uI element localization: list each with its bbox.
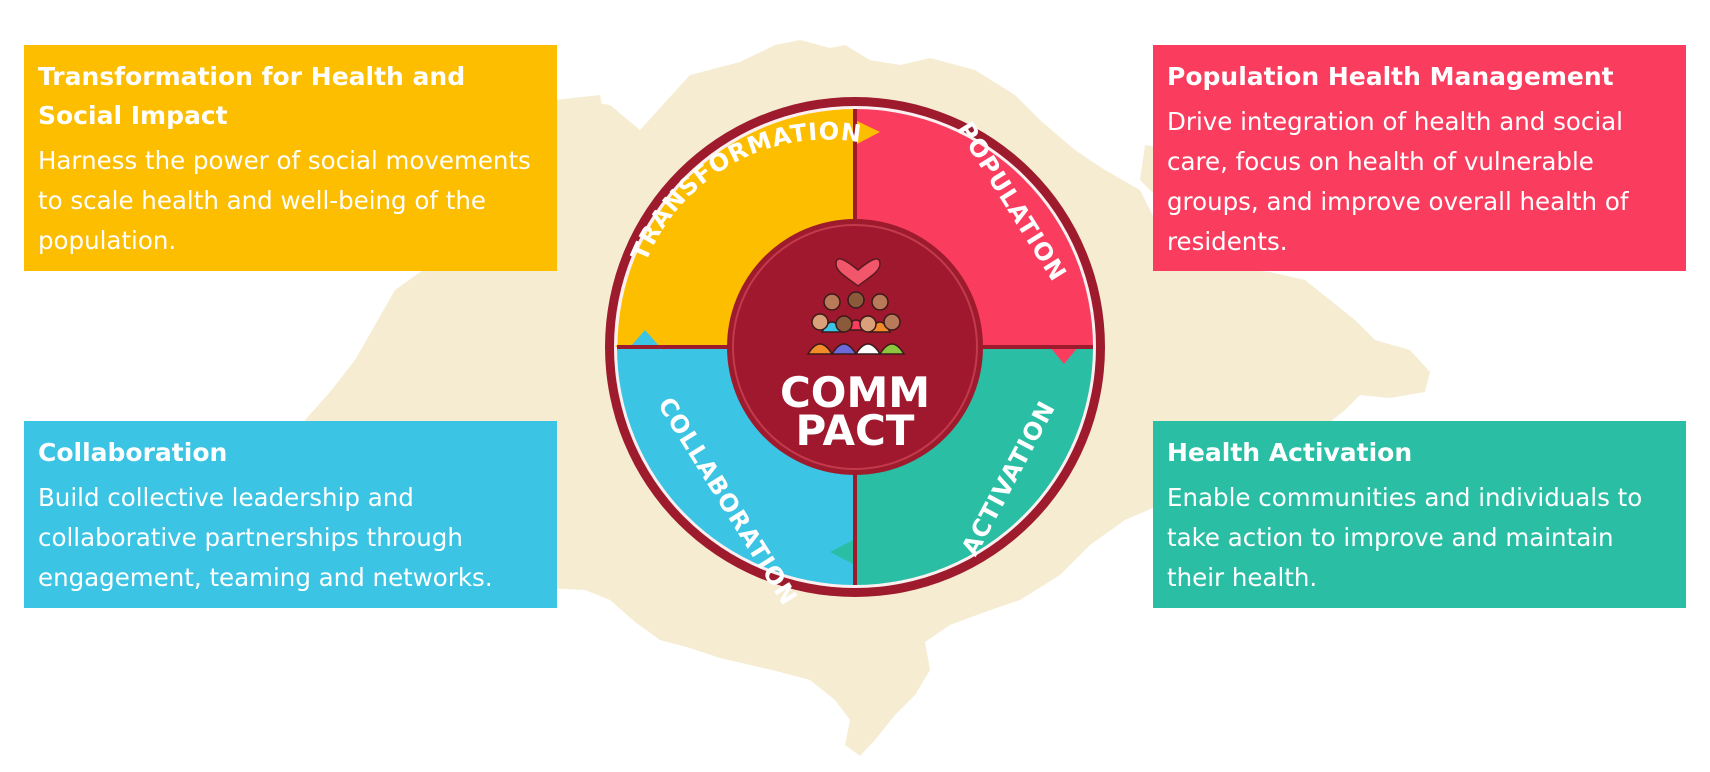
card-activation: Health Activation Enable communities and… xyxy=(1153,421,1686,608)
card-collaboration: Collaboration Build collective leadershi… xyxy=(24,421,557,608)
center-title-line1: COMM xyxy=(780,368,930,417)
arrow-population xyxy=(1050,347,1093,364)
arrow-transformation xyxy=(855,109,880,145)
card-body: Drive integration of health and social c… xyxy=(1167,107,1629,256)
community-heart-icon xyxy=(806,258,906,355)
center-disc xyxy=(732,224,978,470)
card-body: Harness the power of social movements to… xyxy=(38,146,531,255)
card-body: Build collective leadership and collabor… xyxy=(38,483,493,592)
card-title: Collaboration xyxy=(38,438,228,467)
card-title: Health Activation xyxy=(1167,438,1413,467)
card-title: Population Health Management xyxy=(1167,62,1614,91)
card-body: Enable communities and individuals to ta… xyxy=(1167,483,1643,592)
arrow-activation xyxy=(830,539,855,585)
card-title: Transformation for Health and Social Imp… xyxy=(38,62,466,130)
center-title-line2: PACT xyxy=(796,406,915,455)
card-population: Population Health Management Drive integ… xyxy=(1153,45,1686,271)
card-transformation: Transformation for Health and Social Imp… xyxy=(24,45,557,271)
